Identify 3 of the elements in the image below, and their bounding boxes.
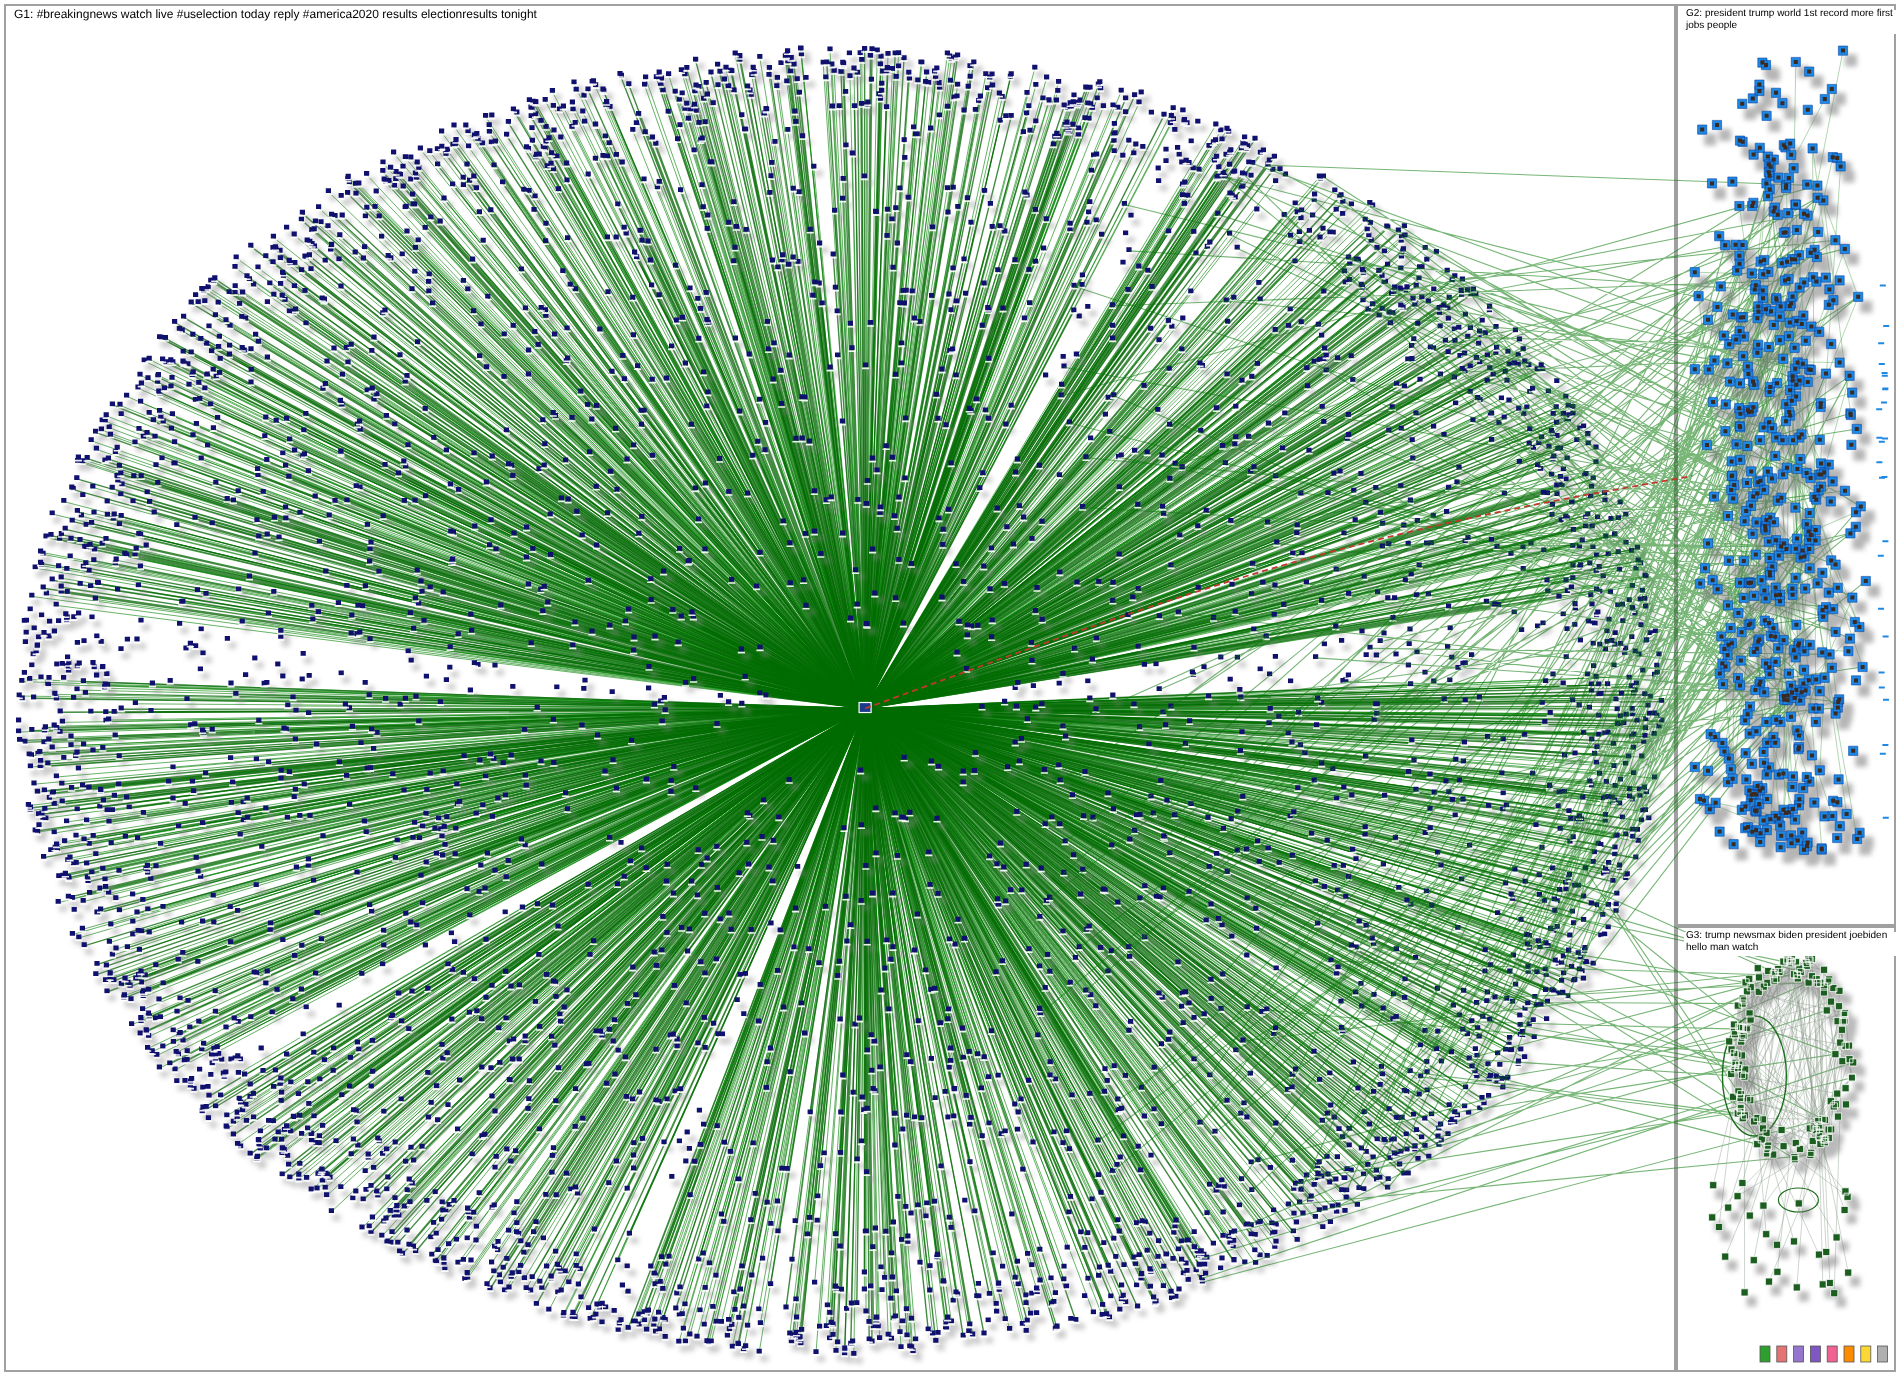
dashed-connection-line: [864, 475, 1693, 710]
group-panel: [1676, 4, 1896, 926]
connection-lines: [1201, 849, 1854, 1283]
